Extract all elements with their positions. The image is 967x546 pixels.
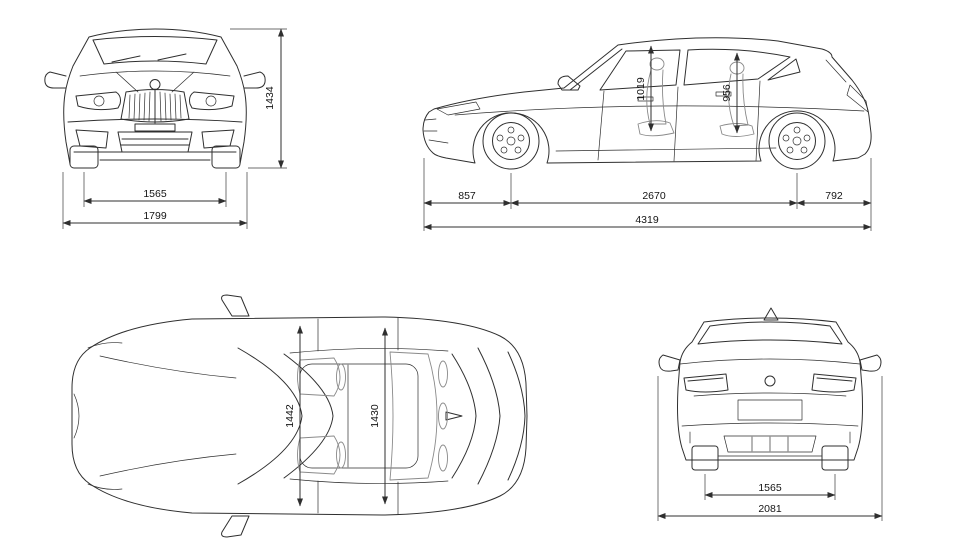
rear-taillights — [683, 373, 857, 393]
rear-side-mirrors — [658, 354, 882, 372]
side-view: 1019 956 857 2670 792 4319 — [422, 37, 872, 231]
rear-window — [697, 321, 843, 345]
rear-bench-outline — [389, 351, 438, 481]
front-view-dimensions: 1434 1565 1799 — [62, 28, 287, 229]
top-body-outline — [71, 316, 528, 516]
side-rear-wheel — [768, 112, 826, 170]
top-rear-bench — [389, 351, 448, 481]
wheel-hub — [506, 136, 516, 146]
rear-shoulder-line — [679, 358, 861, 365]
wheel-spoke-hole — [800, 146, 808, 154]
rear-width-mirrors-label: 2081 — [758, 503, 782, 515]
rear-headrest — [438, 360, 448, 388]
top-side-mirrors — [221, 294, 250, 538]
rear-wheel-left — [691, 445, 719, 471]
front-grille-slats — [128, 91, 182, 122]
side-view-dimensions: 1019 956 857 2670 792 4319 — [423, 45, 872, 231]
front-left-headrest — [336, 363, 346, 391]
side-mirror — [557, 75, 581, 91]
front-seat-headrest — [649, 57, 665, 71]
wheel-spoke-hole — [500, 146, 508, 154]
rear-view-dimensions: 1565 2081 — [657, 376, 883, 521]
front-height-label: 1434 — [264, 86, 276, 110]
front-width-label: 1799 — [143, 210, 167, 222]
side-detail-lines — [423, 59, 869, 152]
side-front-overhang-label: 857 — [458, 190, 476, 202]
front-view: 1434 1565 1799 — [44, 28, 287, 229]
side-door-lines — [597, 80, 761, 162]
rear-track-label: 1565 — [758, 482, 782, 494]
rear-headrest — [438, 402, 448, 430]
top-rear-window — [451, 347, 526, 485]
front-wheel-left — [69, 145, 99, 169]
rear-view-car — [658, 307, 882, 471]
wheel-tire — [768, 112, 826, 170]
rear-brand-roundel — [764, 375, 776, 387]
side-rear-headroom-label: 956 — [721, 84, 733, 102]
top-antenna-fin — [445, 411, 463, 421]
rear-seat-body — [719, 73, 755, 137]
top-rear-width-label: 1430 — [369, 404, 381, 428]
wheel-spoke-hole — [786, 146, 794, 154]
front-wheel-right — [211, 145, 241, 169]
wheel-spoke-hole — [793, 126, 801, 134]
rear-antenna-fin — [763, 307, 779, 321]
top-hood-lines — [73, 342, 237, 490]
rear-hatch-and-bumper — [681, 392, 859, 453]
front-bumper — [67, 118, 243, 161]
front-headlights — [75, 91, 235, 111]
wheel-tire — [482, 112, 540, 170]
front-right-headrest — [336, 441, 346, 469]
front-hood-lines — [79, 70, 231, 93]
top-door-seams — [317, 317, 399, 515]
extension-lines-side — [423, 158, 872, 231]
rear-view: 1565 2081 — [657, 307, 883, 521]
wheel-spoke-hole — [517, 134, 525, 142]
top-view: 1442 1430 — [71, 294, 528, 538]
side-windows — [569, 48, 801, 91]
rear-wheel-right — [821, 445, 849, 471]
wheel-rim — [778, 122, 816, 160]
extension-lines-rear — [657, 376, 883, 521]
top-view-dimensions: 1442 1430 — [284, 325, 388, 507]
wheel-hub — [792, 136, 802, 146]
front-headlight-ring-right — [205, 95, 217, 107]
wheel-spoke-hole — [496, 134, 504, 142]
side-wheelbase-label: 2670 — [642, 190, 666, 202]
wheel-spoke-hole — [514, 146, 522, 154]
side-front-headroom-label: 1019 — [635, 77, 647, 101]
wheel-spoke-hole — [507, 126, 515, 134]
side-mirrors-front-view — [44, 71, 266, 89]
front-brand-roundel — [149, 79, 161, 90]
top-front-seats — [297, 357, 346, 475]
wheel-spoke-hole — [803, 134, 811, 142]
front-view-car — [44, 28, 266, 169]
front-kidney-grille — [120, 88, 190, 124]
front-track-label: 1565 — [143, 188, 167, 200]
rear-headrest — [438, 444, 448, 472]
extension-lines-front — [62, 28, 287, 229]
top-sunroof — [299, 363, 419, 469]
wheel-rim — [492, 122, 530, 160]
top-roof-side-lines — [289, 348, 449, 484]
front-windshield — [92, 36, 218, 65]
side-rear-overhang-label: 792 — [825, 190, 843, 202]
side-length-label: 4319 — [635, 214, 659, 226]
front-headlight-ring-left — [93, 95, 105, 107]
wheel-spoke-hole — [782, 134, 790, 142]
side-front-wheel — [482, 112, 540, 170]
side-view-car — [422, 37, 872, 170]
top-front-width-label: 1442 — [284, 404, 296, 428]
